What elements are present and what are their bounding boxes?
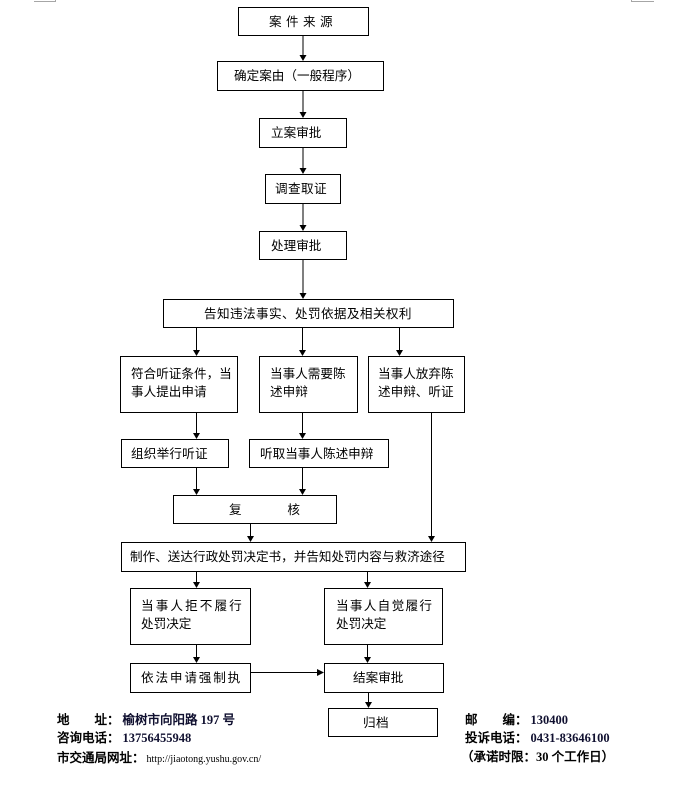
arrow-hear-statement-to-review — [299, 468, 306, 495]
arrow-review-to-decision-delivery — [247, 524, 254, 542]
node-hear-statement: 听取当事人陈述申辩 — [249, 439, 389, 468]
node-closing-approval-label: 结案审批 — [353, 670, 404, 685]
node-handling-approval-label: 处理审批 — [271, 237, 322, 253]
node-decision-delivery: 制作、送达行政处罚决定书，并告知处罚内容与救济途径 — [121, 542, 466, 572]
arrow-organize-hearing-to-review — [193, 468, 200, 495]
node-hearing-request-line-2: 事人提出申请 — [131, 384, 207, 399]
node-organize-hearing: 组织举行听证 — [121, 439, 229, 468]
arrow-refuse-compliance-to-enforcement-request — [193, 645, 200, 663]
node-notify-rights: 告知违法事实、处罚依据及相关权利 — [163, 299, 454, 328]
node-voluntary-compliance: 当事人自觉履行 处罚决定 — [324, 588, 443, 645]
arrow-hearing-request-to-organize-hearing — [193, 413, 200, 439]
node-investigation: 调查取证 — [265, 174, 341, 204]
footer-postcode: 邮 编：130400 — [465, 713, 568, 727]
arrow-determine-cause-to-filing-approval — [299, 91, 307, 118]
node-voluntary-compliance-line-1: 当事人自觉履行 — [336, 598, 434, 613]
arrow-enforcement-request-to-closing-approval — [251, 669, 324, 676]
footer-address: 地 址：榆树市向阳路 197 号 — [57, 713, 235, 727]
node-refuse-compliance: 当事人拒不履行 处罚决定 — [130, 588, 251, 645]
node-voluntary-compliance-line-2: 处罚决定 — [336, 616, 387, 631]
footer-complaint-phone-value: 0431-83646100 — [530, 731, 610, 745]
arrow-decision-delivery-to-voluntary-compliance — [364, 572, 371, 588]
node-archive-label: 归档 — [363, 714, 389, 730]
arrowhead-icon — [317, 669, 324, 676]
node-hearing-request: 符合听证条件，当 事人提出申请 — [120, 356, 238, 413]
node-handling-approval: 处理审批 — [259, 231, 347, 260]
node-enforcement-request-label: 依法申请强制执 — [141, 670, 243, 685]
node-waive-statement-line-1: 当事人放弃陈 — [378, 366, 454, 381]
node-waive-statement-line-2: 述申辩、听证 — [378, 384, 454, 399]
arrow-waive-statement-to-decision-delivery — [428, 413, 435, 542]
node-case-source: 案件来源 — [238, 7, 369, 36]
page-corner-mark-top-right — [631, 0, 654, 2]
node-refuse-compliance-line-2: 处罚决定 — [141, 616, 192, 631]
node-statement-needed-line-1: 当事人需要陈 — [270, 366, 346, 381]
node-review-label: 复 核 — [229, 501, 302, 517]
node-refuse-compliance-line-1: 当事人拒不履行 — [141, 598, 244, 613]
node-filing-approval: 立案审批 — [259, 118, 347, 148]
arrow-notify-rights-to-waive-statement — [396, 328, 403, 356]
arrow-notify-rights-to-statement-needed — [299, 328, 306, 356]
footer-address-label: 地 址： — [57, 713, 120, 727]
node-organize-hearing-label: 组织举行听证 — [131, 445, 208, 461]
node-archive: 归档 — [328, 708, 438, 737]
arrow-decision-delivery-to-refuse-compliance — [193, 572, 200, 588]
node-closing-approval: 结案审批 — [324, 663, 444, 693]
footer-website-url: http://jiaotong.yushu.gov.cn/ — [146, 754, 262, 765]
footer-address-value: 榆树市向阳路 197 号 — [122, 713, 236, 727]
footer-consult-phone-label: 咨询电话： — [57, 731, 120, 745]
footer-consult-phone: 咨询电话：13756455948 — [57, 731, 191, 745]
node-investigation-label: 调查取证 — [275, 181, 327, 196]
node-enforcement-request: 依法申请强制执 — [130, 663, 251, 693]
arrow-notify-rights-to-hearing-request — [193, 328, 200, 356]
arrow-closing-approval-to-archive — [365, 693, 372, 708]
node-case-source-label: 案件来源 — [269, 13, 337, 29]
arrow-voluntary-compliance-to-closing-approval — [364, 645, 371, 663]
footer-website-label: 市交通局网址： — [57, 751, 145, 765]
node-hearing-request-line-1: 符合听证条件，当 — [131, 366, 232, 381]
node-review: 复 核 — [173, 495, 337, 524]
node-statement-needed-line-2: 述申辩 — [270, 384, 308, 399]
node-decision-delivery-label: 制作、送达行政处罚决定书，并告知处罚内容与救济途径 — [130, 549, 445, 564]
node-filing-approval-label: 立案审批 — [271, 125, 322, 140]
arrow-investigation-to-handling-approval — [299, 204, 307, 231]
node-determine-cause-label: 确定案由（一般程序） — [234, 68, 360, 83]
arrow-case-source-to-determine-cause — [299, 36, 307, 61]
footer-commitment-text: （承诺时限：30 个工作日） — [461, 750, 615, 764]
arrow-filing-approval-to-investigation — [299, 148, 307, 174]
footer-complaint-phone: 投诉电话：0431-83646100 — [465, 731, 610, 745]
node-hear-statement-label: 听取当事人陈述申辩 — [260, 445, 374, 461]
footer-complaint-phone-label: 投诉电话： — [465, 731, 528, 745]
arrow-handling-approval-to-notify-rights — [299, 260, 307, 299]
footer-website: 市交通局网址：http://jiaotong.yushu.gov.cn/ — [57, 751, 261, 767]
page-corner-mark-top-left — [34, 0, 56, 2]
footer-postcode-label: 邮 编： — [465, 713, 528, 727]
node-statement-needed: 当事人需要陈 述申辩 — [259, 356, 358, 413]
arrow-statement-needed-to-hear-statement — [299, 413, 306, 439]
node-determine-cause: 确定案由（一般程序） — [217, 61, 384, 91]
node-notify-rights-label: 告知违法事实、处罚依据及相关权利 — [204, 305, 412, 321]
footer-consult-phone-value: 13756455948 — [122, 731, 192, 745]
footer-postcode-value: 130400 — [530, 713, 569, 727]
footer-commitment: （承诺时限：30 个工作日） — [461, 750, 614, 764]
node-waive-statement: 当事人放弃陈 述申辩、听证 — [368, 356, 465, 413]
